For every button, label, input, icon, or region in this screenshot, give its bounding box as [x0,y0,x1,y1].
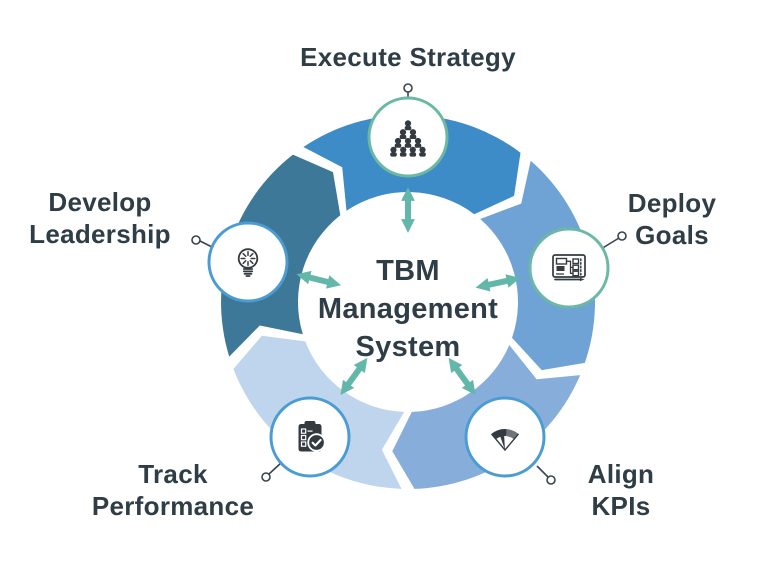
callout-dot-track [261,472,271,482]
arrow-align-kpis [448,357,476,395]
label-develop-leadership: Develop Leadership [29,187,171,249]
callout-dot-deploy [617,231,627,241]
arrow-develop-leadership [296,270,341,289]
arrow-deploy-goals [475,274,521,292]
center-title-line1: TBM [376,255,440,287]
center-arrows [296,187,521,395]
icon-circle-deploy-goals [528,227,610,309]
label-execute-strategy: Execute Strategy [300,42,516,72]
center-title-line2: Management [317,293,499,325]
callout-dot-develop [191,235,201,245]
label-deploy-goals: Deploy Goals [627,188,717,250]
callout-line-deploy [600,237,620,250]
lightbulb-icon [237,248,259,277]
callout-connectors [191,83,627,485]
center-title-line3: System [355,331,461,363]
label-align-kpis: Align KPIs [587,459,655,521]
label-track-performance: Track Performance [91,459,255,521]
checklist-clipboard-icon [298,421,326,452]
callout-line-align [536,465,549,478]
icon-circles [207,96,610,478]
check-icon [311,438,322,447]
arrow-track-performance [340,357,368,395]
plan-document-icon [552,254,586,282]
org-chart-icon [390,120,426,157]
callout-dot-align [546,475,556,485]
center-title: TBM Management System [288,252,528,366]
icon-circle-align-kpis [464,396,546,478]
icon-circle-execute-strategy [367,96,449,178]
callout-dot-execute [403,83,413,93]
gauge-icon [490,429,520,452]
